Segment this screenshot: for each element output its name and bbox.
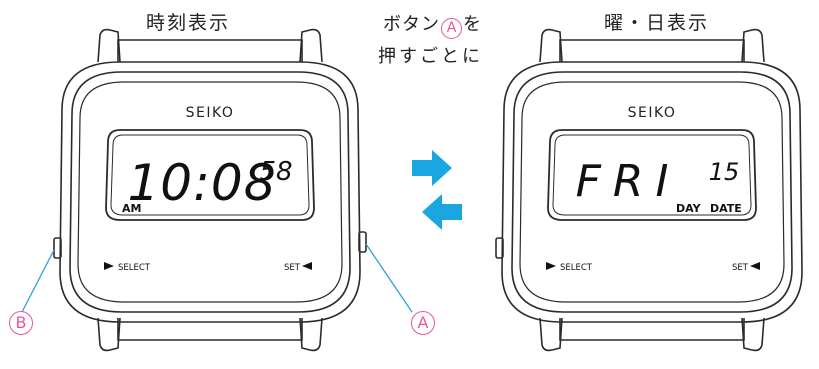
watch-right-bottom-band <box>559 318 745 341</box>
watch-left-select-marker-icon <box>104 262 114 270</box>
watch-right <box>495 28 803 352</box>
watch-right-brand: SEIKO <box>628 105 677 121</box>
caption-time-display: 時刻表示 <box>146 12 231 34</box>
watch-right-set-marker-icon <box>750 262 760 270</box>
watch-right-bezel <box>519 81 785 303</box>
watch-right-top-lugs <box>539 28 765 63</box>
button-a-left-watch[interactable] <box>358 231 367 253</box>
watch-right-date-label: DATE <box>710 202 742 215</box>
watch-left-set-marker-icon <box>302 262 312 270</box>
watch-left-lcd-frame <box>105 129 315 221</box>
caption-particle: を <box>463 14 482 35</box>
watch-left-top-band <box>117 39 303 62</box>
watch-right-case-inner <box>511 71 793 313</box>
arrow-left-icon <box>422 194 462 230</box>
leader-line-button-a <box>365 243 413 313</box>
watch-right-date-digits: 15 <box>709 158 740 186</box>
watch-left-top-lugs <box>97 28 323 63</box>
watch-right-day-label: DAY <box>676 202 702 215</box>
watch-left-seconds-digits: 58 <box>259 157 292 187</box>
button-b-left-watch[interactable] <box>53 237 62 259</box>
watch-left-time-digits: 10:08 <box>127 154 276 212</box>
watch-left-bezel <box>77 81 343 303</box>
watch-right-set-label: SET <box>732 263 749 273</box>
watch-left-case-inner <box>69 71 351 313</box>
watch-right-lcd-frame <box>547 129 757 221</box>
watch-right-lcd-inner <box>552 134 752 216</box>
watch-left-bottom-band <box>117 318 303 341</box>
arrow-right-icon <box>412 150 452 186</box>
button-a-inline-icon: A <box>441 18 462 39</box>
leader-line-button-b <box>21 249 55 313</box>
watch-left-brand: SEIKO <box>186 105 235 121</box>
caption-day-date-display: 曜・日表示 <box>604 12 710 34</box>
watch-left-select-label: SELECT <box>118 263 151 273</box>
watch-left-set-label: SET <box>284 263 301 273</box>
watch-right-select-marker-icon <box>546 262 556 270</box>
watch-left-case-outer <box>59 61 361 323</box>
watch-right-top-band <box>559 39 745 62</box>
caption-button-press-line2: 押すごとに <box>378 46 483 67</box>
watch-right-select-label: SELECT <box>560 263 593 273</box>
watch-left <box>53 28 367 352</box>
watch-left-lcd-inner <box>110 134 310 216</box>
watch-right-day-digits: FRI <box>576 156 681 207</box>
watch-right-case-outer <box>501 61 803 323</box>
watch-left-bottom-lugs <box>97 317 323 352</box>
watch-right-bottom-lugs <box>539 317 765 352</box>
watch-left-ampm: AM <box>122 202 141 215</box>
button-b-callout: B <box>9 311 33 335</box>
caption-button-text: ボタン <box>383 14 440 35</box>
button-a-callout: A <box>411 311 435 335</box>
button-b-right-watch[interactable] <box>495 237 504 259</box>
